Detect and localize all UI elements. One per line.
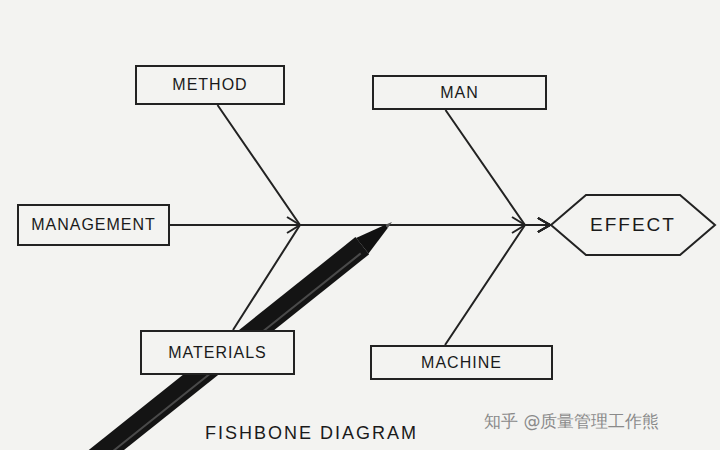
category-label: MAN [440, 84, 479, 102]
fishbone-line [445, 225, 550, 345]
category-box: MATERIALS [140, 330, 295, 375]
pen-body [12, 237, 370, 450]
effect-outline-shape [551, 195, 715, 255]
pen-highlight [22, 253, 361, 450]
category-label: MATERIALS [168, 344, 267, 362]
effect-head: EFFECT [550, 193, 716, 257]
watermark: 知乎 @质量管理工作熊 [484, 410, 659, 433]
category-box: MACHINE [370, 345, 553, 380]
fishbone-line [446, 110, 551, 225]
category-label: METHOD [172, 76, 247, 94]
category-box: MAN [372, 75, 547, 110]
category-box: METHOD [135, 65, 285, 105]
fishbone-line [218, 105, 551, 225]
category-label: MANAGEMENT [31, 216, 156, 234]
category-label: MACHINE [421, 354, 502, 372]
effect-label: EFFECT [590, 214, 676, 236]
diagram-caption: FISHBONE DIAGRAM [205, 423, 418, 444]
pen [12, 213, 399, 450]
category-box: MANAGEMENT [17, 204, 170, 246]
